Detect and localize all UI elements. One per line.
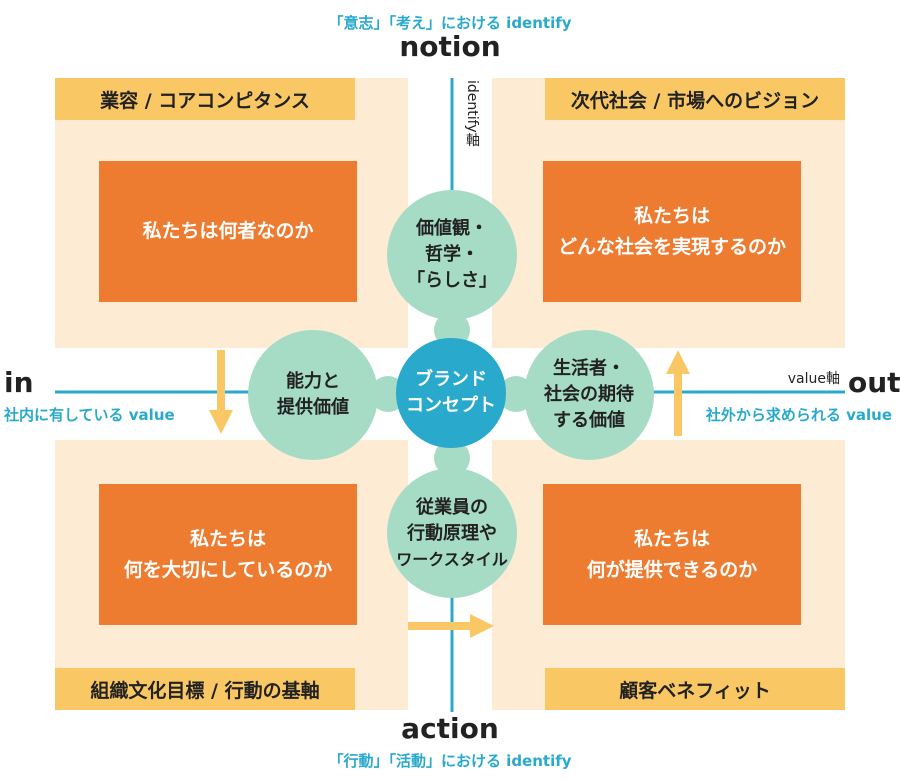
label-top-right: 次代社会 / 市場へのビジョン (545, 78, 845, 120)
right-arrow-shaft (408, 622, 472, 630)
circle-right-line-3: する価値 (553, 410, 625, 432)
action-label: action (401, 712, 499, 745)
circle-left-capability: 能力と 提供価値 (248, 330, 378, 460)
circle-brand-concept: ブランド コンセプト (396, 338, 506, 448)
down-arrow-head (209, 410, 233, 434)
box-bottom-left-line-1: 私たちは (189, 528, 266, 551)
box-top-left: 私たちは何者なのか (99, 161, 357, 302)
top-caption: 「意志」「考え」における identify (328, 14, 572, 32)
circle-bottom-behavior: 従業員の 行動原理や ワークスタイル (387, 468, 517, 598)
circle-top-line-2: 哲学・ (425, 243, 479, 265)
circle-top-values: 価値観・ 哲学・ 「らしさ」 (387, 190, 517, 320)
box-bottom-right-line-1: 私たちは (633, 528, 710, 551)
circle-right-line-2: 社会の期待 (544, 383, 634, 405)
circle-right-line-1: 生活者・ (553, 357, 625, 379)
box-bottom-right-line-2: 何が提供できるのか (586, 558, 758, 581)
box-top-right: 私たちは どんな社会を実現するのか (543, 161, 801, 302)
bottom-caption: 「行動」「活動」における identify (328, 752, 572, 770)
center-line-2: コンセプト (406, 395, 496, 416)
box-bottom-right: 私たちは 何が提供できるのか (543, 484, 801, 625)
down-arrow-shaft (217, 350, 225, 412)
up-arrow-head (666, 350, 690, 374)
notion-label: notion (399, 30, 501, 63)
label-bottom-right: 顧客ベネフィット (545, 668, 845, 710)
circle-top-line-3: 「らしさ」 (407, 270, 497, 292)
box-top-right-line-2: どんな社会を実現するのか (557, 235, 786, 258)
box-top-left-line-1: 私たちは何者なのか (142, 220, 314, 243)
label-bottom-left: 組織文化目標 / 行動の基軸 (55, 668, 355, 710)
in-label: in (4, 366, 34, 399)
right-arrow-head (470, 614, 494, 638)
circle-left-line-1: 能力と (286, 370, 340, 392)
center-line-1: ブランド (415, 368, 487, 390)
up-arrow-shaft (674, 372, 682, 436)
circle-left-line-2: 提供価値 (277, 397, 349, 418)
right-caption: 社外から求められる value (705, 406, 892, 424)
identify-axis-label: identify軸 (464, 80, 480, 147)
value-axis-label: value軸 (787, 371, 840, 387)
box-bottom-left-line-2: 何を大切にしているのか (123, 558, 333, 581)
label-top-left: 業容 / コアコンピタンス (55, 78, 355, 120)
circle-bottom-line-2: 行動原理や (407, 523, 497, 545)
circle-bottom-line-3: ワークスタイル (396, 549, 508, 569)
out-label: out (848, 366, 900, 399)
circle-right-expectation: 生活者・ 社会の期待 する価値 (524, 330, 654, 460)
left-caption: 社内に有している value (4, 406, 175, 424)
circle-top-line-1: 価値観・ (416, 217, 488, 239)
circle-bottom-line-1: 従業員の (416, 497, 488, 519)
box-top-right-line-1: 私たちは (633, 205, 710, 228)
box-bottom-left: 私たちは 何を大切にしているのか (99, 484, 357, 625)
